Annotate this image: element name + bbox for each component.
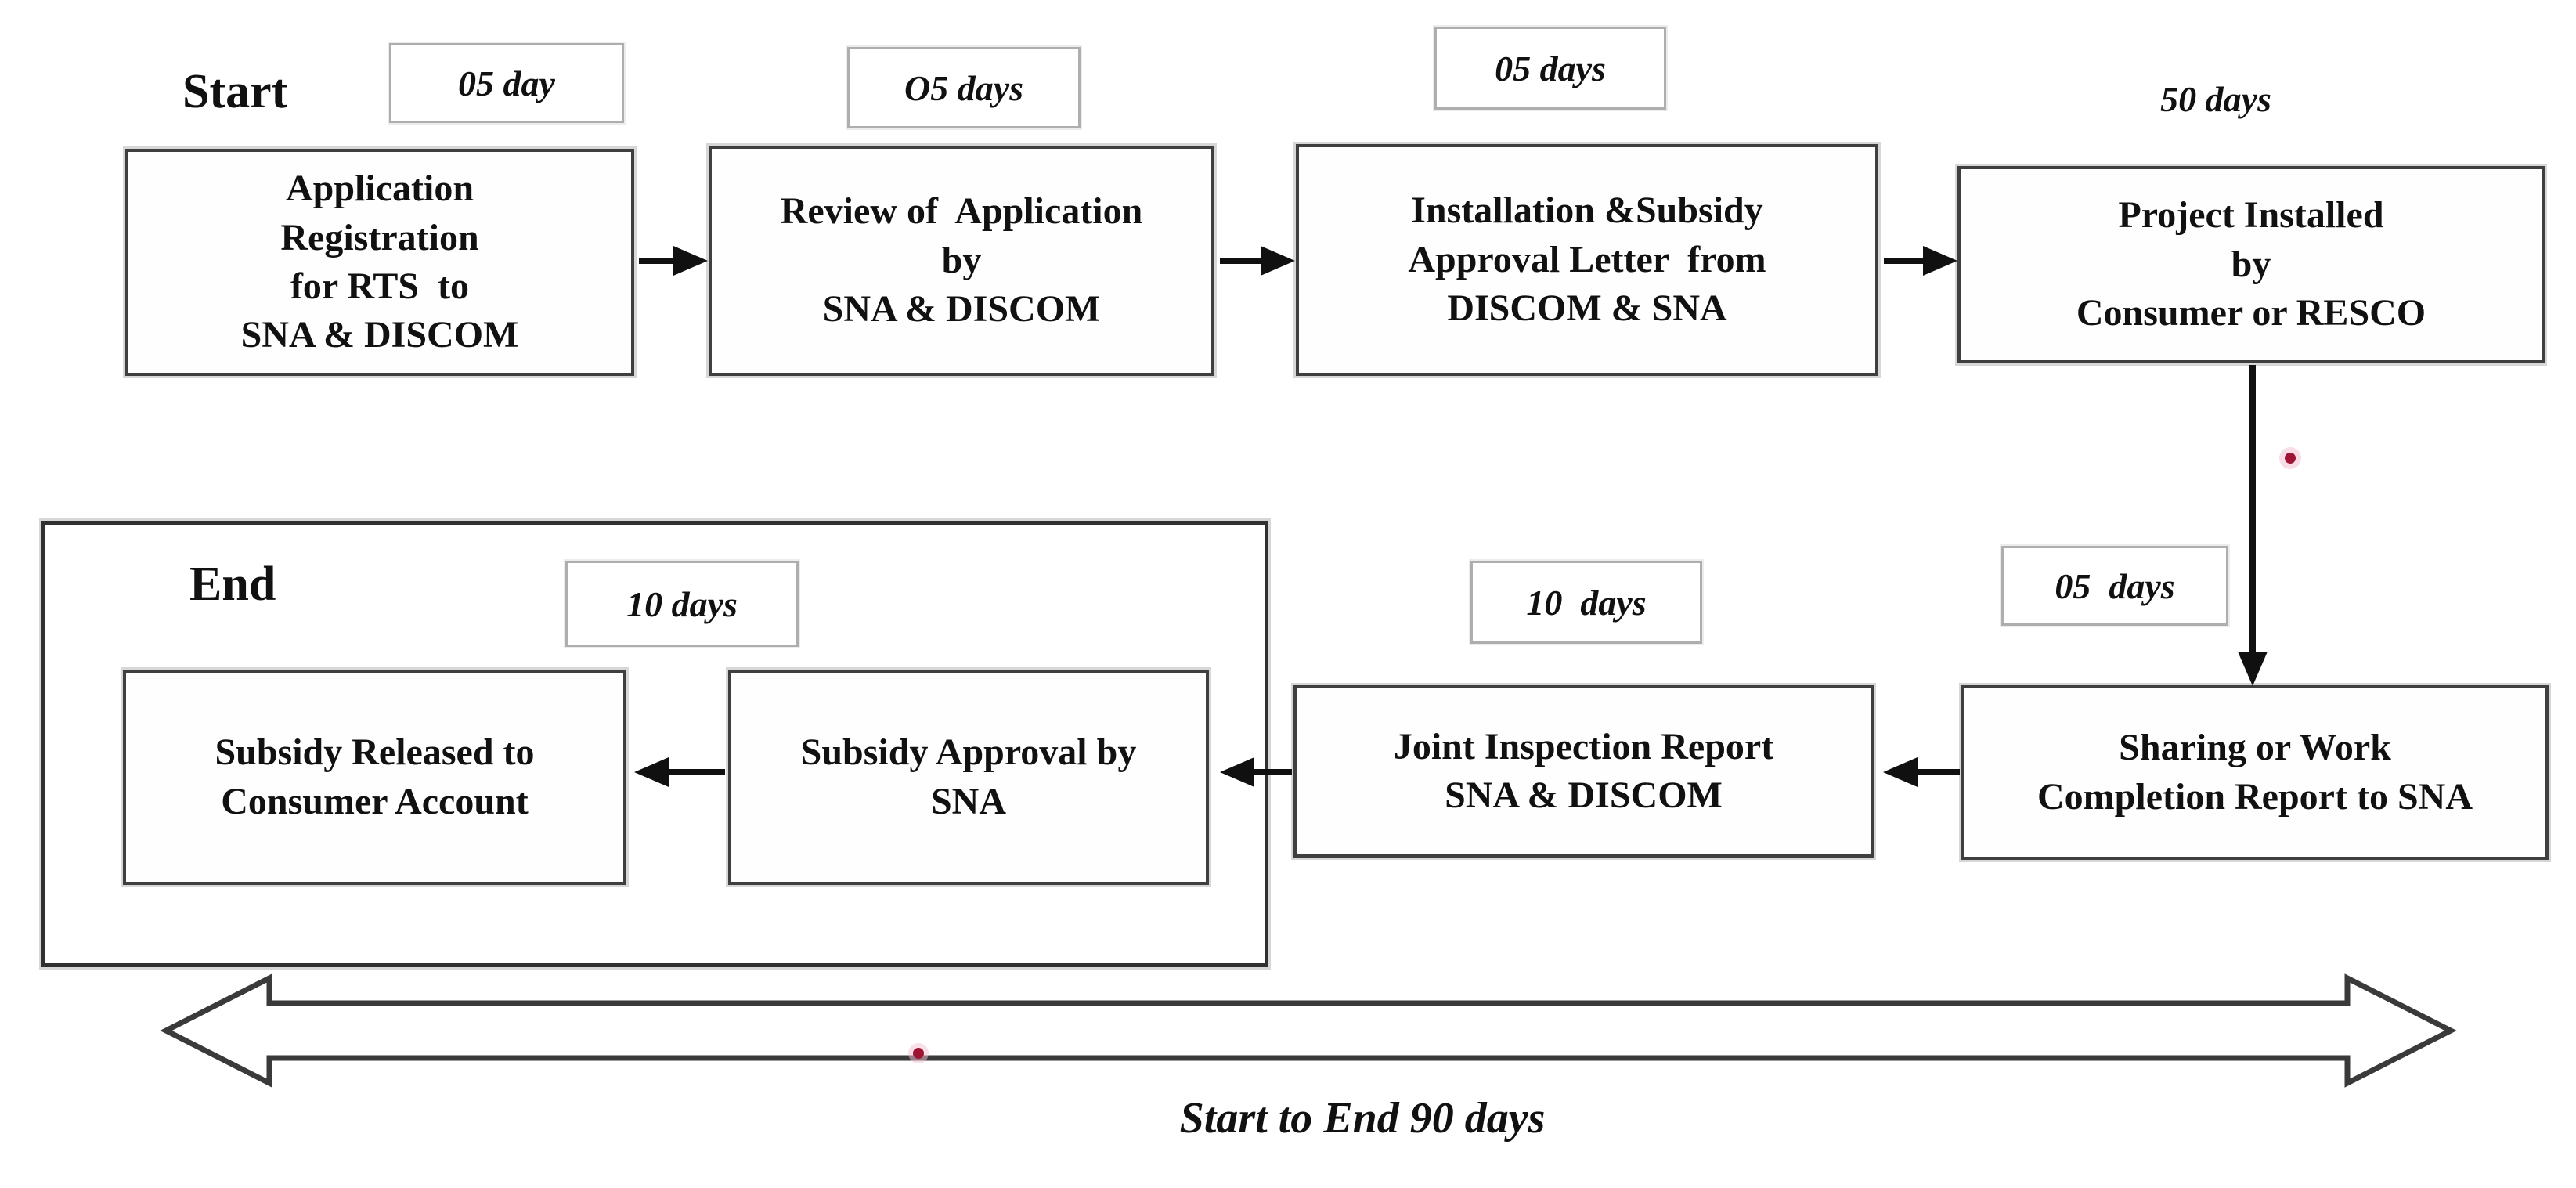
node-work-completion-report: Sharing or Work Completion Report to SNA <box>1961 685 2549 860</box>
node-subsidy-released: Subsidy Released to Consumer Account <box>123 670 626 885</box>
duration-application-registration: 05 day <box>389 43 624 123</box>
node-subsidy-approval: Subsidy Approval by SNA <box>728 670 1209 885</box>
duration-installation-subsidy-approval: 05 days <box>1434 27 1666 110</box>
node-review-of-application: Review of Application by SNA & DISCOM <box>709 146 1214 376</box>
node-joint-inspection-report: Joint Inspection Report SNA & DISCOM <box>1293 685 1874 858</box>
duration-joint-inspection-report: 10 days <box>1470 561 1702 644</box>
timeline-double-arrow <box>160 973 2457 1088</box>
duration-review-of-application: O5 days <box>847 47 1081 128</box>
annotation-dot-timeline <box>908 1043 929 1063</box>
arrow-project-to-completion <box>2238 365 2268 686</box>
node-installation-subsidy-approval: Installation &Subsidy Approval Letter fr… <box>1296 144 1878 376</box>
duration-subsidy-approval: 10 days <box>565 561 799 647</box>
end-label: End <box>189 558 276 611</box>
arrow-review-to-installation <box>1220 246 1295 276</box>
node-application-registration: Application Registration for RTS to SNA … <box>125 149 634 376</box>
duration-work-completion-report: 05 days <box>2001 546 2228 626</box>
start-label: Start <box>182 65 288 118</box>
arrow-completion-to-inspection <box>1883 757 1960 787</box>
arrow-registration-to-review <box>639 246 708 276</box>
duration-project-installed: 50 days <box>2160 78 2271 119</box>
node-project-installed: Project Installed by Consumer or RESCO <box>1957 166 2545 363</box>
arrow-installation-to-project <box>1884 246 1957 276</box>
annotation-dot-vertical-arrow <box>2279 447 2301 469</box>
total-duration-label: Start to End 90 days <box>1179 1094 1546 1143</box>
